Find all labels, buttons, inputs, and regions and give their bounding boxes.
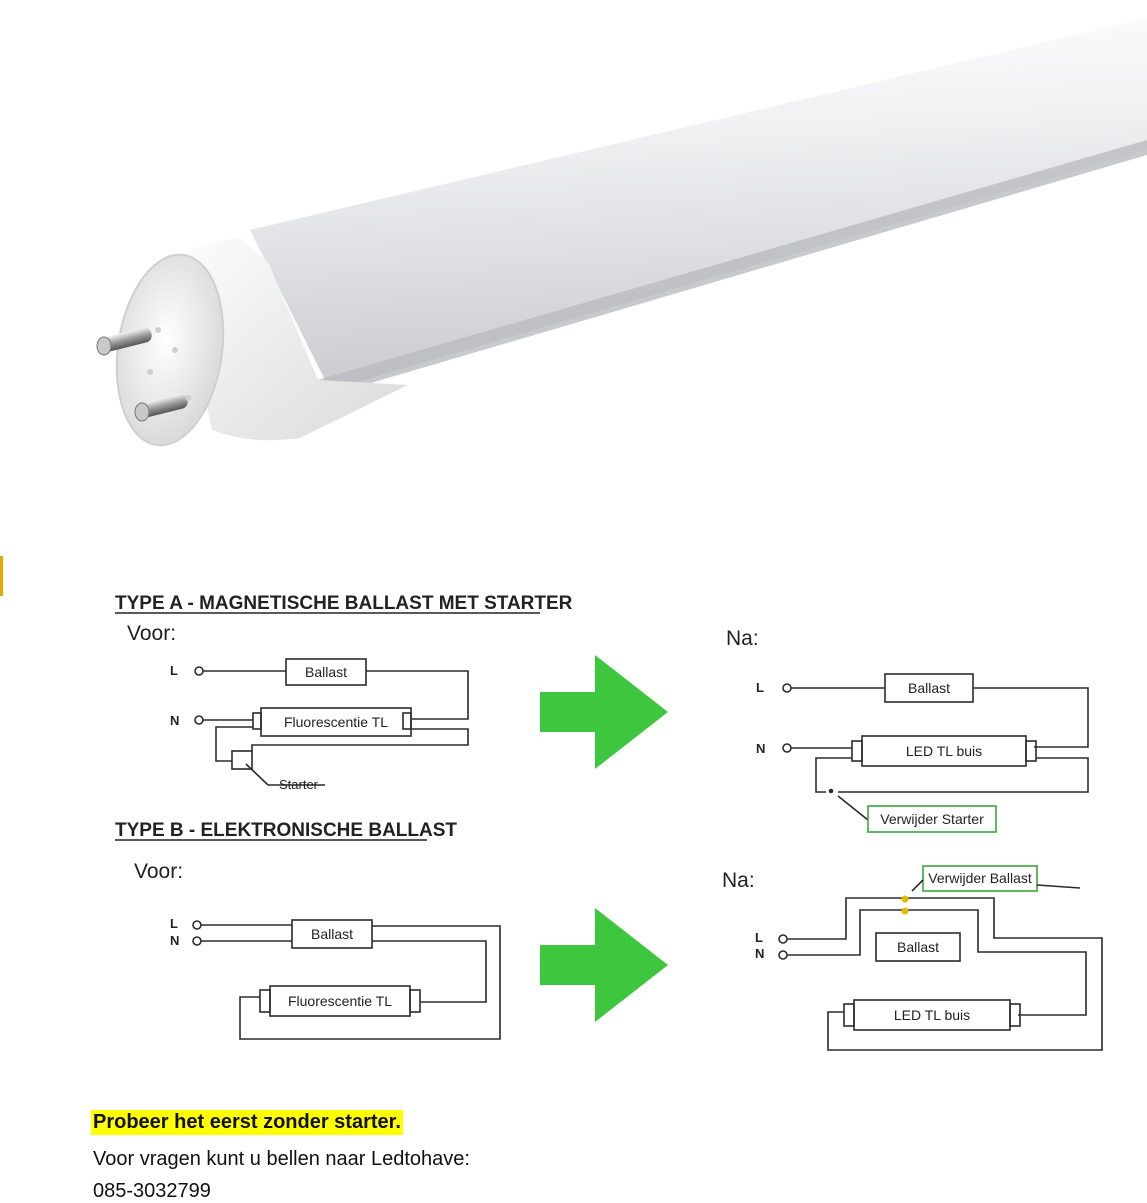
type-b-cut-point-2 [901,907,909,915]
type-b-after-circuit: Na: Verwijder Ballast L N Ballast LED TL… [722,865,1103,1051]
type-b-after-label: Na: [722,869,755,892]
type-a-before-starter: Starter [279,777,319,792]
type-a-after-label: Na: [726,627,759,650]
type-a-before-ballast-box [285,658,367,686]
type-b-after-L: L [755,930,763,945]
led-tube-product-image [96,18,1147,447]
wiring-diagram: TYPE A - MAGNETISCHE BALLAST MET STARTER… [115,593,1103,1051]
type-b-before-circuit: Voor: L N Ballast Fluorescentie TL [134,860,501,1040]
type-a-after-ballast: Ballast [908,680,950,696]
type-a-before-circuit: Voor: L Ballast N Fluorescentie TL Start… [127,622,469,792]
type-a-after-N: N [756,741,765,756]
type-b-title: TYPE B - ELEKTRONISCHE BALLAST [115,820,457,841]
type-b-after-tube: LED TL buis [894,1007,970,1023]
type-a-before-starter-box [231,750,253,770]
type-b-after-ballast-box [875,932,961,962]
type-a-after-circuit: Na: L Ballast N LED TL buis Verwijder St… [726,627,1089,833]
type-a-after-note-box [867,805,997,833]
note-highlight: Probeer het eerst zonder starter. [91,1110,403,1135]
type-b-before-tube: Fluorescentie TL [288,993,392,1009]
type-b-after-note: Verwijder Ballast [928,870,1032,886]
type-a-after-note: Verwijder Starter [880,811,984,827]
type-a-after-tube: LED TL buis [906,743,982,759]
type-b-after-ballast: Ballast [897,939,939,955]
type-a-title: TYPE A - MAGNETISCHE BALLAST MET STARTER [115,593,573,614]
type-b-before-L: L [170,916,178,931]
type-a-after-L: L [756,680,764,695]
type-b-before-ballast: Ballast [311,926,353,942]
type-b-after-note-box [922,865,1038,892]
tube-body [250,18,1147,395]
type-b-before-ballast-box [291,919,373,949]
left-edge-mark [0,556,3,596]
type-b-after-N: N [755,946,764,961]
type-a-before-ballast: Ballast [305,664,347,680]
type-b-arrow-icon [540,908,668,1022]
note-phone: 085-3032799 [93,1180,211,1202]
type-b-before-label: Voor: [134,860,183,883]
tube-end-cap [115,238,408,447]
type-a-arrow-icon [540,655,668,769]
type-b-cut-point-1 [901,895,909,903]
type-b-before-N: N [170,933,179,948]
type-a-before-label: Voor: [127,622,176,645]
note-contact: Voor vragen kunt u bellen naar Ledtohave… [93,1148,470,1170]
tube-pins [96,327,191,422]
type-a-before-N: N [170,713,179,728]
type-a-before-L: L [170,663,178,678]
type-a-before-tube: Fluorescentie TL [284,714,388,730]
